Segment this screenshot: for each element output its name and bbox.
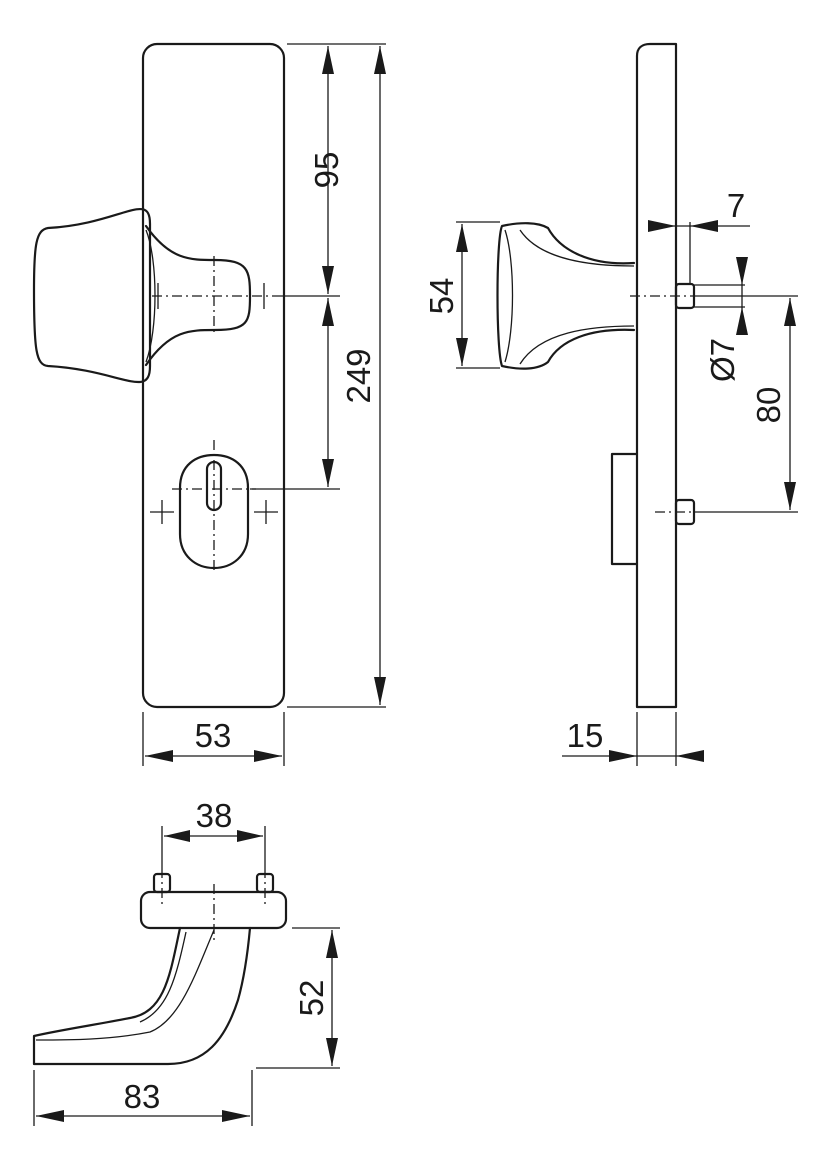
dimension-knob-height-label: 54: [423, 278, 460, 315]
knob-neck: [144, 224, 252, 367]
dimension-handle-length: 83: [36, 1078, 250, 1122]
side-view: 54 7 Ø7 80 15: [423, 42, 798, 766]
cylinder-hole: [178, 453, 250, 570]
front-view: 95 249 53: [32, 42, 386, 766]
knob-inner-line: [145, 229, 156, 363]
dimension-handle-pin-spacing: 38: [164, 797, 263, 842]
dimension-pin-length-label: 7: [727, 187, 745, 224]
dimension-handle-length-label: 83: [124, 1078, 161, 1115]
side-knob-highlight: [519, 229, 635, 267]
dimension-plate-height-label: 249: [340, 348, 377, 403]
handle-view: 38 52 83: [32, 797, 340, 1126]
dimension-knob-to-cylinder: [322, 298, 334, 487]
dimension-handle-pin-spacing-label: 38: [196, 797, 233, 834]
side-plate-outline: [635, 42, 678, 709]
handle-lever-inner: [35, 929, 215, 1041]
handle-lever-inner: [139, 931, 187, 1023]
dimension-plate-width-label: 53: [195, 717, 232, 754]
knob-body: [32, 207, 152, 384]
dimension-handle-projection-label: 52: [293, 980, 330, 1017]
dimension-plate-width: 53: [145, 717, 282, 762]
side-knob-body: [496, 222, 636, 370]
side-cylinder-guard: [610, 452, 639, 566]
dimension-knob-to-top: 95: [308, 46, 345, 294]
front-plate-outline: [141, 42, 286, 709]
dimension-plate-thickness: 15: [562, 717, 704, 762]
dimension-plate-height: 249: [340, 46, 386, 705]
dimension-pin-spacing-label: 80: [750, 387, 787, 424]
dimension-pin-diameter: Ø7: [704, 257, 748, 382]
dimension-handle-projection: 52: [293, 930, 338, 1066]
dimension-pin-diameter-label: Ø7: [704, 338, 741, 382]
dimension-plate-thickness-label: 15: [567, 717, 604, 754]
dimension-pin-length: 7: [648, 187, 750, 232]
side-knob-inner-line: [504, 229, 514, 363]
handle-lever: [32, 926, 252, 1066]
dimension-knob-to-top-label: 95: [308, 152, 345, 189]
dimension-pin-spacing: 80: [750, 298, 796, 510]
dimension-knob-height: 54: [423, 224, 468, 366]
side-knob-highlight: [519, 325, 635, 365]
